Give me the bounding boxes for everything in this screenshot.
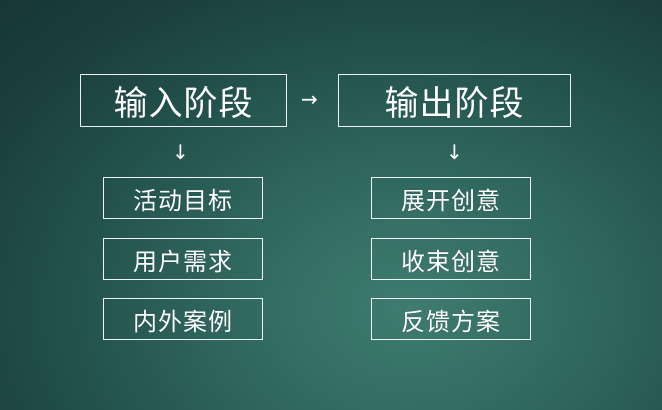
output-item-box-3: 反馈方案 bbox=[371, 298, 531, 340]
output-stage-label: 输出阶段 bbox=[384, 84, 525, 124]
input-item-label-3: 内外案例 bbox=[133, 307, 233, 336]
arrow-right-icon: → bbox=[301, 87, 318, 111]
input-item-label-1: 活动目标 bbox=[133, 186, 233, 215]
arrow-down-icon-left: ↓ bbox=[172, 140, 189, 164]
arrow-down-icon-right: ↓ bbox=[446, 140, 463, 164]
output-item-label-3: 反馈方案 bbox=[401, 307, 501, 336]
output-item-box-2: 收束创意 bbox=[371, 238, 531, 280]
input-item-box-1: 活动目标 bbox=[103, 177, 263, 219]
output-item-box-1: 展开创意 bbox=[371, 177, 531, 219]
output-stage-box: 输出阶段 bbox=[338, 74, 571, 127]
input-stage-label: 输入阶段 bbox=[113, 84, 254, 124]
output-item-label-2: 收束创意 bbox=[401, 247, 501, 276]
input-item-box-2: 用户需求 bbox=[103, 238, 263, 280]
input-item-box-3: 内外案例 bbox=[103, 298, 263, 340]
input-stage-box: 输入阶段 bbox=[80, 74, 287, 127]
input-item-label-2: 用户需求 bbox=[133, 247, 233, 276]
output-item-label-1: 展开创意 bbox=[401, 186, 501, 215]
